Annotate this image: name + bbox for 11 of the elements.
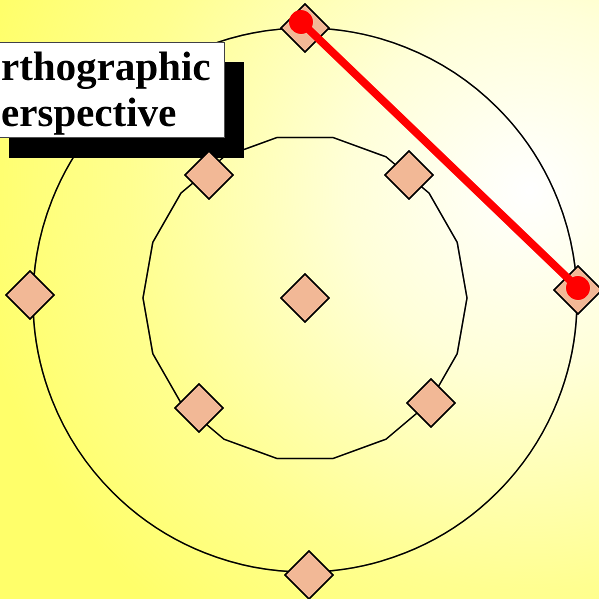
diamond-marker	[553, 265, 599, 315]
diamond-marker	[384, 150, 434, 200]
diamond-marker	[174, 383, 224, 433]
diamond-marker	[280, 273, 330, 323]
title-text: rthographic erspective	[0, 43, 212, 135]
connector-line	[289, 10, 590, 300]
diamond-marker	[184, 150, 234, 200]
diamond-marker	[284, 550, 334, 599]
diamond-marker	[406, 378, 456, 428]
diamond-marker	[280, 3, 330, 53]
diamond-marker	[5, 270, 55, 320]
